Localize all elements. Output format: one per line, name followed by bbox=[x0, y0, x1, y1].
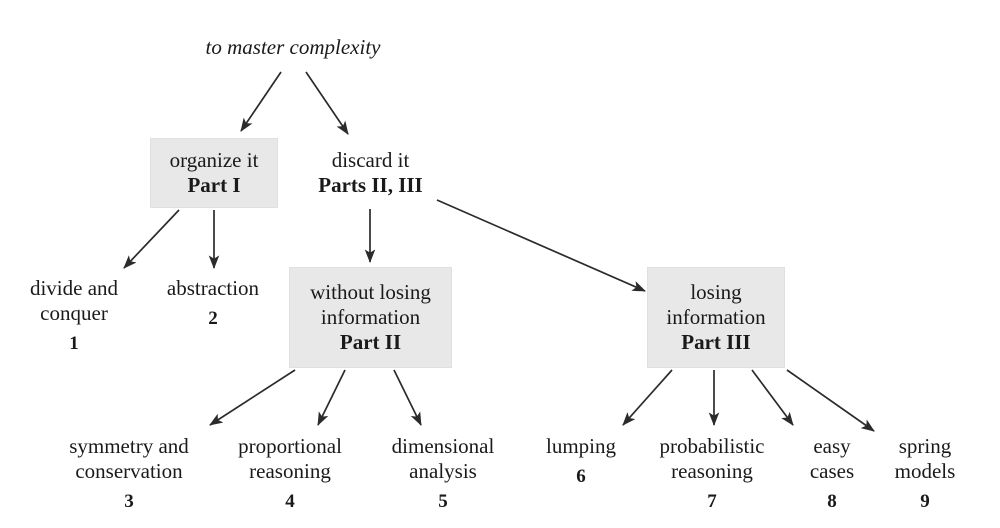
leaf-probabilistic-reasoning-number: 7 bbox=[707, 490, 717, 512]
leaf-proportional-reasoning-line: proportional bbox=[238, 434, 342, 458]
node-losing-information-line: information bbox=[666, 305, 766, 330]
leaf-abstraction: abstraction 2 bbox=[113, 276, 313, 330]
root-label: to master complexity bbox=[205, 35, 381, 59]
edge-discard-to-losing-information bbox=[436, 199, 646, 292]
node-without-losing-information-part-label: Part II bbox=[339, 329, 402, 354]
leaf-symmetry-and-conservation-line: symmetry and bbox=[69, 434, 189, 458]
node-losing-information-part-label: Part III bbox=[681, 329, 751, 354]
leaf-spring-models-number: 9 bbox=[920, 490, 930, 512]
leaf-spring-models-line: spring bbox=[898, 434, 952, 458]
leaf-symmetry-and-conservation-line: conservation bbox=[75, 458, 183, 483]
edge-without-losing-information-to-dimensional-analysis bbox=[393, 369, 422, 426]
leaf-abstraction-number: 2 bbox=[208, 307, 218, 329]
leaf-divide-and-conquer-line: divide and bbox=[29, 276, 119, 300]
leaf-lumping: lumping 6 bbox=[481, 434, 681, 488]
node-discard-line: discard it bbox=[331, 148, 410, 173]
leaf-dimensional-analysis-number: 5 bbox=[438, 490, 448, 512]
leaf-dimensional-analysis-line: dimensional bbox=[391, 434, 495, 458]
leaf-dimensional-analysis-line: analysis bbox=[409, 458, 477, 483]
leaf-abstraction-line: abstraction bbox=[166, 276, 260, 300]
leaf-probabilistic-reasoning-line: reasoning bbox=[671, 458, 753, 483]
leaf-lumping-number: 6 bbox=[576, 465, 586, 487]
node-without-losing-information-line: information bbox=[320, 305, 421, 330]
leaf-divide-and-conquer-number: 1 bbox=[69, 332, 79, 354]
leaf-easy-cases-line: easy bbox=[813, 434, 851, 458]
edge-organize-to-divide-and-conquer bbox=[123, 209, 180, 269]
leaf-symmetry-and-conservation-number: 3 bbox=[124, 490, 134, 512]
node-without-losing-information-line: without losing bbox=[310, 280, 431, 305]
leaf-divide-and-conquer-line: conquer bbox=[40, 300, 108, 325]
leaf-spring-models-line: models bbox=[894, 458, 956, 483]
leaf-easy-cases-line: cases bbox=[809, 458, 855, 483]
leaf-lumping-line: lumping bbox=[545, 434, 616, 458]
leaf-probabilistic-reasoning-line: probabilistic bbox=[659, 434, 765, 458]
edge-without-losing-information-to-proportional-reasoning bbox=[317, 369, 346, 426]
node-organize-line: organize it bbox=[169, 148, 259, 173]
leaf-proportional-reasoning-line: reasoning bbox=[249, 458, 331, 483]
leaf-proportional-reasoning-number: 4 bbox=[285, 490, 295, 512]
node-root: to master complexity bbox=[0, 35, 586, 60]
edge-root-to-discard bbox=[305, 71, 349, 135]
edge-root-to-organize bbox=[240, 71, 282, 132]
leaf-easy-cases-number: 8 bbox=[827, 490, 837, 512]
node-discard-part-label: Parts II, III bbox=[318, 173, 423, 197]
edge-losing-information-to-lumping bbox=[622, 369, 673, 426]
edge-without-losing-information-to-symmetry-and-conservation bbox=[209, 369, 296, 426]
node-losing-information-line: losing bbox=[690, 280, 742, 305]
edge-losing-information-to-spring-models bbox=[786, 369, 875, 432]
node-organize-part-label: Part I bbox=[187, 173, 241, 197]
edge-losing-information-to-easy-cases bbox=[751, 369, 794, 426]
